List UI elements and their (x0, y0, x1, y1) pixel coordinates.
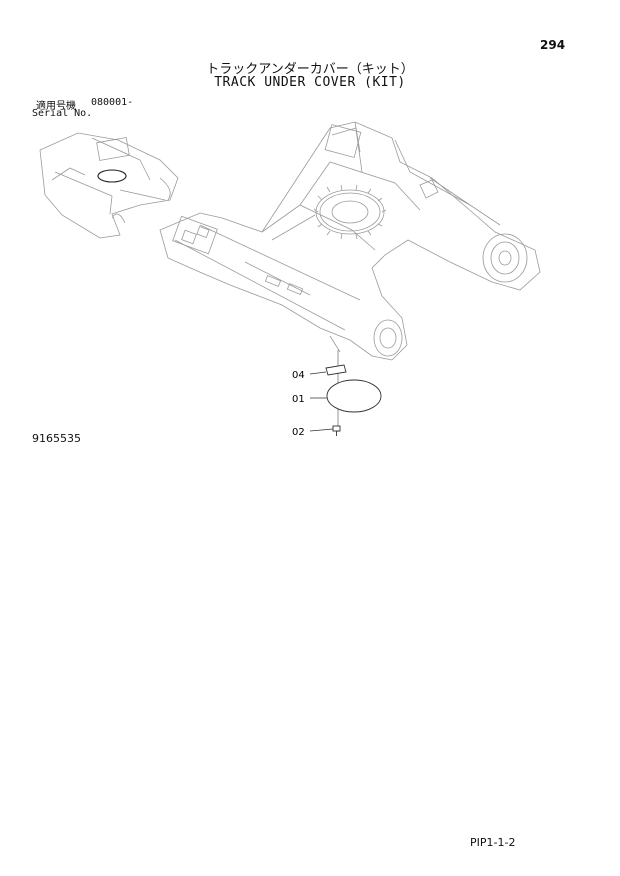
serial-label-japanese: 適用号機 (36, 101, 76, 112)
footer-code: PIP1-1-2 (470, 836, 516, 849)
locator-view (39, 132, 179, 239)
figure-number: 9165535 (32, 432, 81, 445)
callout-02: 02 (292, 427, 305, 438)
part-02-bolt (332, 425, 341, 436)
leader-02 (309, 428, 334, 432)
leader-04 (309, 371, 327, 375)
undercarriage-frame (159, 121, 541, 361)
serial-label-english: Serial No. (32, 108, 93, 119)
serial-value: 080001- (91, 97, 134, 108)
callout-01: 01 (292, 394, 305, 405)
callout-04: 04 (292, 370, 305, 381)
part-01-cover (326, 379, 382, 413)
title-japanese: トラックアンダーカバー（キット） (206, 62, 414, 77)
page-number: 294 (540, 38, 566, 52)
part-04-plate (325, 364, 347, 376)
title-english: TRACK UNDER COVER (KIT) (214, 75, 406, 90)
